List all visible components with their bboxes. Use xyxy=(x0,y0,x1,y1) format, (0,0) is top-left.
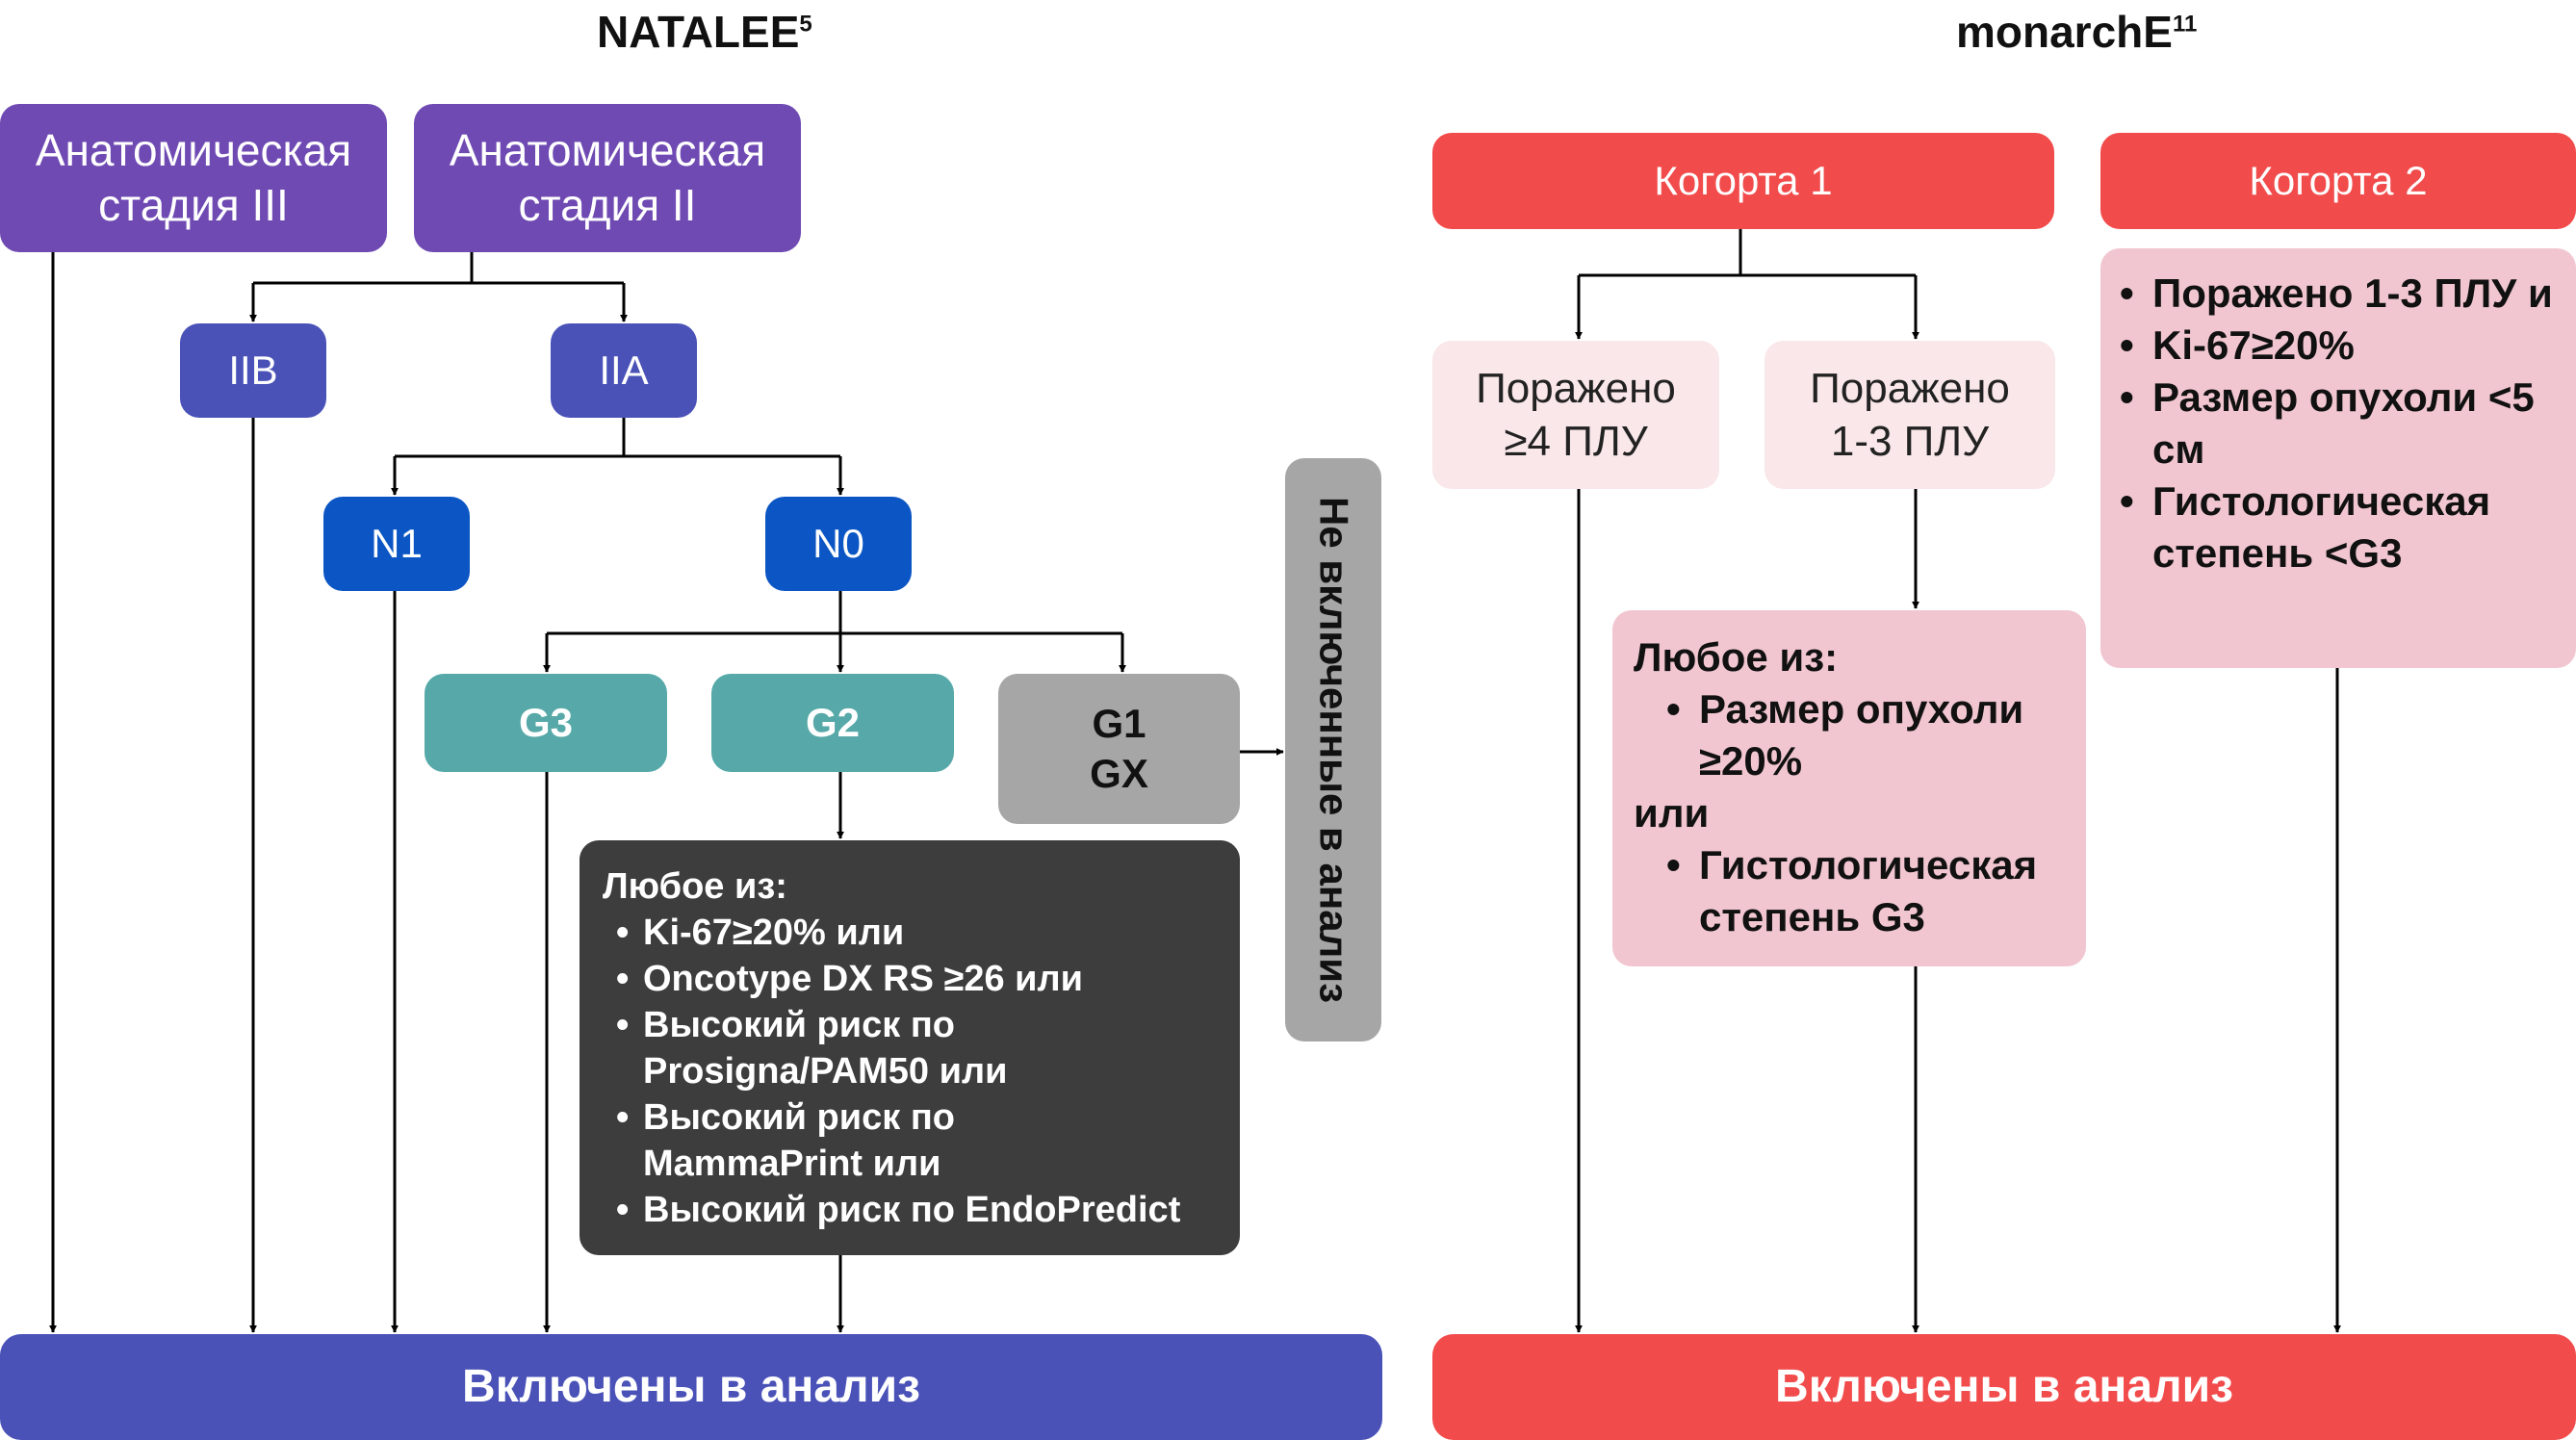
any-of-box: Любое из: Размер опухоли ≥20% или Гистол… xyxy=(1612,610,2086,966)
any-of-item: Размер опухоли ≥20% xyxy=(1653,683,2046,787)
cohort-2-criteria-item: Размер опухоли <5 см xyxy=(2106,372,2537,476)
iib-box: IIB xyxy=(180,323,326,418)
n0-box: N0 xyxy=(765,497,912,591)
g1-label: G1 xyxy=(1092,700,1146,746)
monarche-title-sup: 11 xyxy=(2172,11,2198,38)
cohort-2-criteria-item: Поражено 1-3 ПЛУ и xyxy=(2106,268,2557,320)
excluded-label: Не включенные в анализ xyxy=(1311,497,1357,1003)
criteria-item: Высокий риск по EndoPredict xyxy=(603,1187,1180,1233)
any-of-list-1: Размер опухоли ≥20% xyxy=(1634,683,2046,787)
or-label: или xyxy=(1634,790,1710,836)
g2-box: G2 xyxy=(711,674,954,772)
criteria-list: Ki-67≥20% или Oncotype DX RS ≥26 или Выс… xyxy=(603,910,1180,1233)
stage-ii-box: Анатомическая стадия II xyxy=(414,104,801,252)
any-of-list-2: Гистологическая степень G3 xyxy=(1634,839,2071,943)
cohort-2-box: Когорта 2 xyxy=(2100,133,2576,229)
criteria-header: Любое из: xyxy=(603,866,787,907)
ln-1-3-box: Поражено 1-3 ПЛУ xyxy=(1765,341,2055,489)
any-of-header: Любое из: xyxy=(1634,634,1839,680)
criteria-item: Ki-67≥20% или xyxy=(603,910,1180,956)
natalee-title-text: NATALEE xyxy=(597,7,800,57)
natalee-criteria-box: Любое из: Ki-67≥20% или Oncotype DX RS ≥… xyxy=(580,840,1240,1255)
n1-box: N1 xyxy=(323,497,470,591)
cohort-1-box: Когорта 1 xyxy=(1432,133,2054,229)
ln-4-box: Поражено ≥4 ПЛУ xyxy=(1432,341,1719,489)
monarche-included-bar: Включены в анализ xyxy=(1432,1334,2576,1440)
criteria-item: Высокий риск по Prosigna/PAM50 или xyxy=(603,1002,1086,1094)
cohort-2-criteria-box: Поражено 1-3 ПЛУ и Ki-67≥20% Размер опух… xyxy=(2100,248,2576,668)
g3-box: G3 xyxy=(425,674,667,772)
iia-box: IIA xyxy=(551,323,697,418)
monarche-title-text: monarchE xyxy=(1956,7,2173,57)
gx-label: GX xyxy=(1090,751,1148,796)
cohort-2-criteria-list: Поражено 1-3 ПЛУ и Ki-67≥20% Размер опух… xyxy=(2106,268,2557,579)
stage-iii-box: Анатомическая стадия III xyxy=(0,104,387,252)
g1-gx-box: G1 GX xyxy=(998,674,1240,824)
criteria-item: Oncotype DX RS ≥26 или xyxy=(603,956,1180,1002)
any-of-item: Гистологическая степень G3 xyxy=(1653,839,2071,943)
natalee-included-bar: Включены в анализ xyxy=(0,1334,1382,1440)
natalee-title-sup: 5 xyxy=(799,11,812,38)
cohort-2-criteria-item: Гистологическая степень <G3 xyxy=(2106,476,2557,579)
cohort-2-criteria-item: Ki-67≥20% xyxy=(2106,320,2557,372)
natalee-title: NATALEE5 xyxy=(597,6,812,58)
excluded-box: Не включенные в анализ xyxy=(1285,458,1381,1041)
monarche-title: monarchE11 xyxy=(1956,6,2197,58)
criteria-item: Высокий риск по MammaPrint или xyxy=(603,1094,1067,1187)
